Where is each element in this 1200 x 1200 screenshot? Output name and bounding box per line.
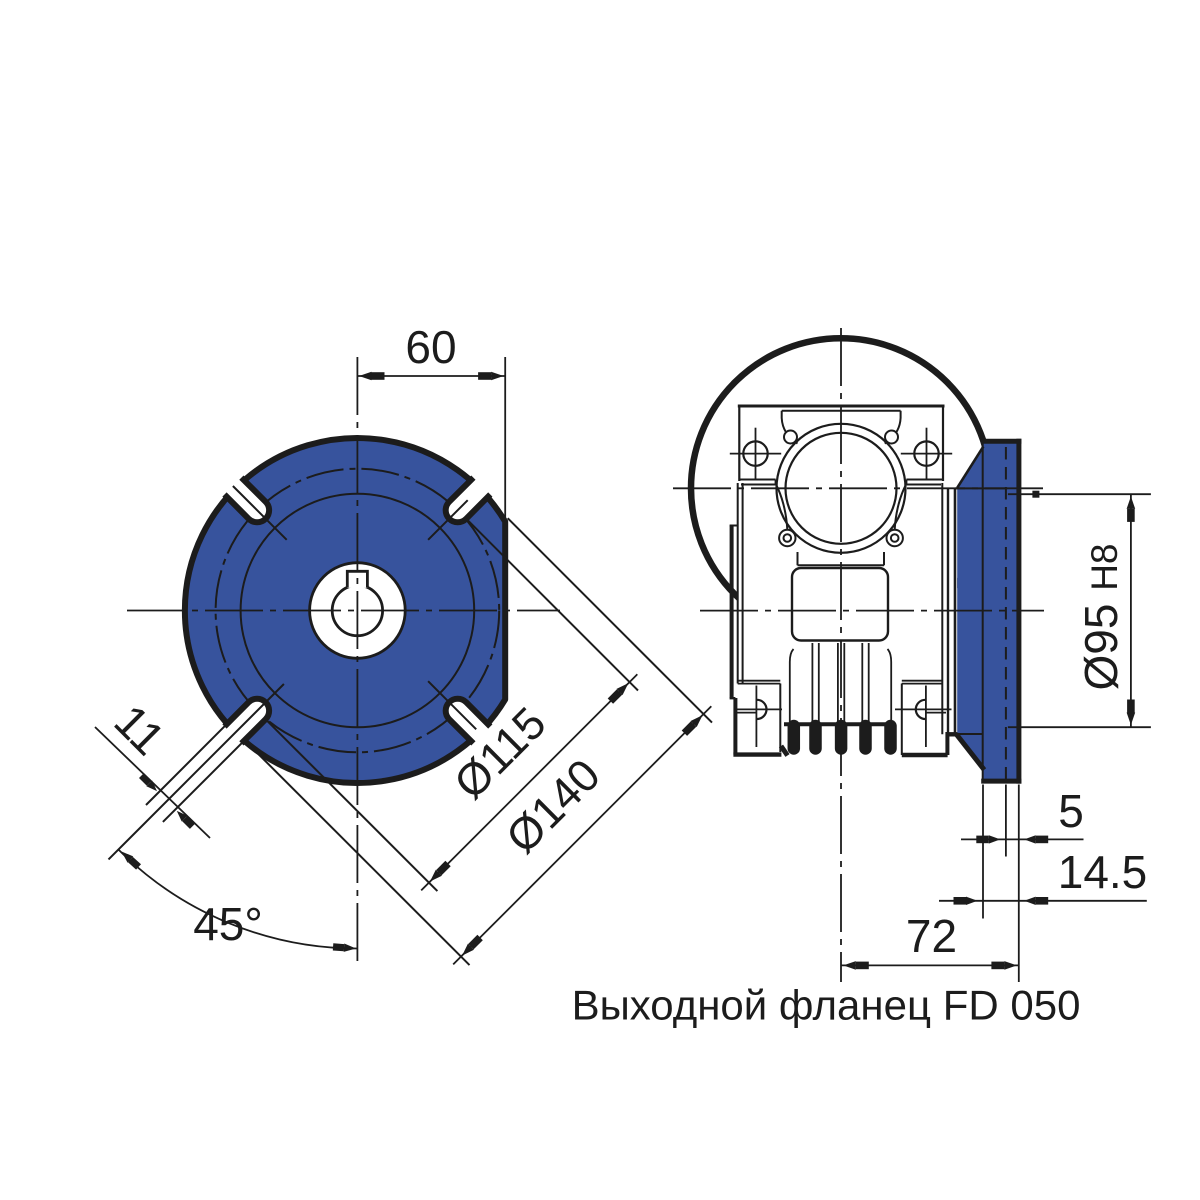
- svg-text:60: 60: [405, 321, 456, 373]
- svg-text:Ø95 H8: Ø95 H8: [1075, 543, 1127, 690]
- svg-text:45°: 45°: [193, 898, 263, 950]
- svg-text:72: 72: [906, 910, 957, 962]
- svg-text:Выходной фланец FD 050: Выходной фланец FD 050: [572, 982, 1081, 1029]
- svg-text:5: 5: [1058, 785, 1084, 837]
- svg-text:14.5: 14.5: [1058, 846, 1148, 898]
